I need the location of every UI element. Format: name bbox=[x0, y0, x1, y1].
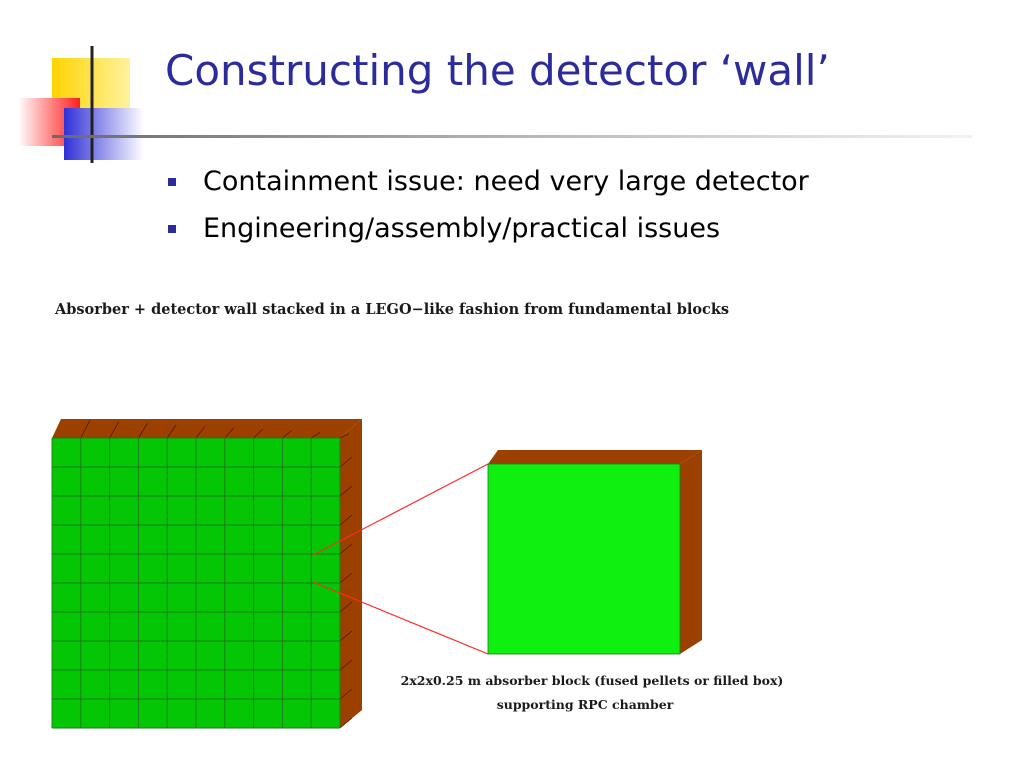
absorber-top-edge bbox=[52, 419, 362, 438]
absorber-seam-side bbox=[339, 717, 353, 729]
absorber-seam-top bbox=[224, 427, 235, 439]
single-absorber-block bbox=[487, 450, 702, 655]
absorber-layer bbox=[52, 419, 362, 729]
zoom-line-top bbox=[312, 463, 489, 556]
absorber-block-seams bbox=[80, 420, 353, 729]
absorber-seam-side bbox=[339, 543, 353, 555]
absorber-seam-side bbox=[339, 456, 353, 468]
block-rpc-face bbox=[487, 463, 681, 655]
block-absorber-side bbox=[680, 450, 702, 654]
bullet-square-icon bbox=[168, 178, 176, 186]
absorber-seam-top bbox=[282, 430, 292, 439]
figure-caption: Absorber + detector wall stacked in a LE… bbox=[55, 301, 730, 318]
bullet-square-icon bbox=[168, 225, 176, 233]
blue-square bbox=[64, 108, 144, 160]
absorber-seam-top bbox=[195, 426, 206, 439]
absorber-seam-side bbox=[339, 601, 353, 613]
absorber-seam-side bbox=[339, 688, 353, 700]
detector-grid bbox=[51, 437, 341, 729]
block-label-line2: supporting RPC chamber bbox=[497, 697, 674, 712]
bullet-list: Containment issue: need very large detec… bbox=[165, 160, 809, 254]
title-underline bbox=[52, 135, 972, 138]
block-label-line1: 2x2x0.25 m absorber block (fused pellets… bbox=[401, 673, 784, 688]
detector-wall-face bbox=[51, 437, 341, 729]
slide-title: Constructing the detector ‘wall’ bbox=[165, 46, 830, 95]
bullet-text: Containment issue: need very large detec… bbox=[203, 166, 809, 197]
bullet-item: Engineering/assembly/practical issues bbox=[165, 207, 809, 254]
absorber-seam-top bbox=[138, 423, 148, 439]
absorber-seam-top bbox=[166, 424, 177, 439]
absorber-seam-top bbox=[80, 420, 91, 439]
absorber-seam-top bbox=[253, 428, 263, 439]
absorber-seam-side bbox=[339, 659, 353, 671]
lego-wall-diagram: 2x2x0.25 m absorber block (fused pellets… bbox=[51, 419, 784, 729]
block-absorber-top bbox=[488, 450, 702, 464]
bullet-item: Containment issue: need very large detec… bbox=[165, 160, 809, 207]
zoom-line-bottom bbox=[312, 581, 489, 655]
absorber-seam-side bbox=[339, 630, 353, 642]
bullet-text: Engineering/assembly/practical issues bbox=[203, 213, 721, 244]
corner-decoration bbox=[18, 46, 160, 163]
absorber-seam-side bbox=[339, 572, 353, 584]
absorber-seam-side bbox=[339, 514, 353, 526]
absorber-seam-top bbox=[109, 421, 119, 439]
absorber-seam-top bbox=[310, 431, 321, 439]
absorber-seam-top bbox=[339, 433, 350, 439]
absorber-seam-side bbox=[339, 485, 353, 497]
